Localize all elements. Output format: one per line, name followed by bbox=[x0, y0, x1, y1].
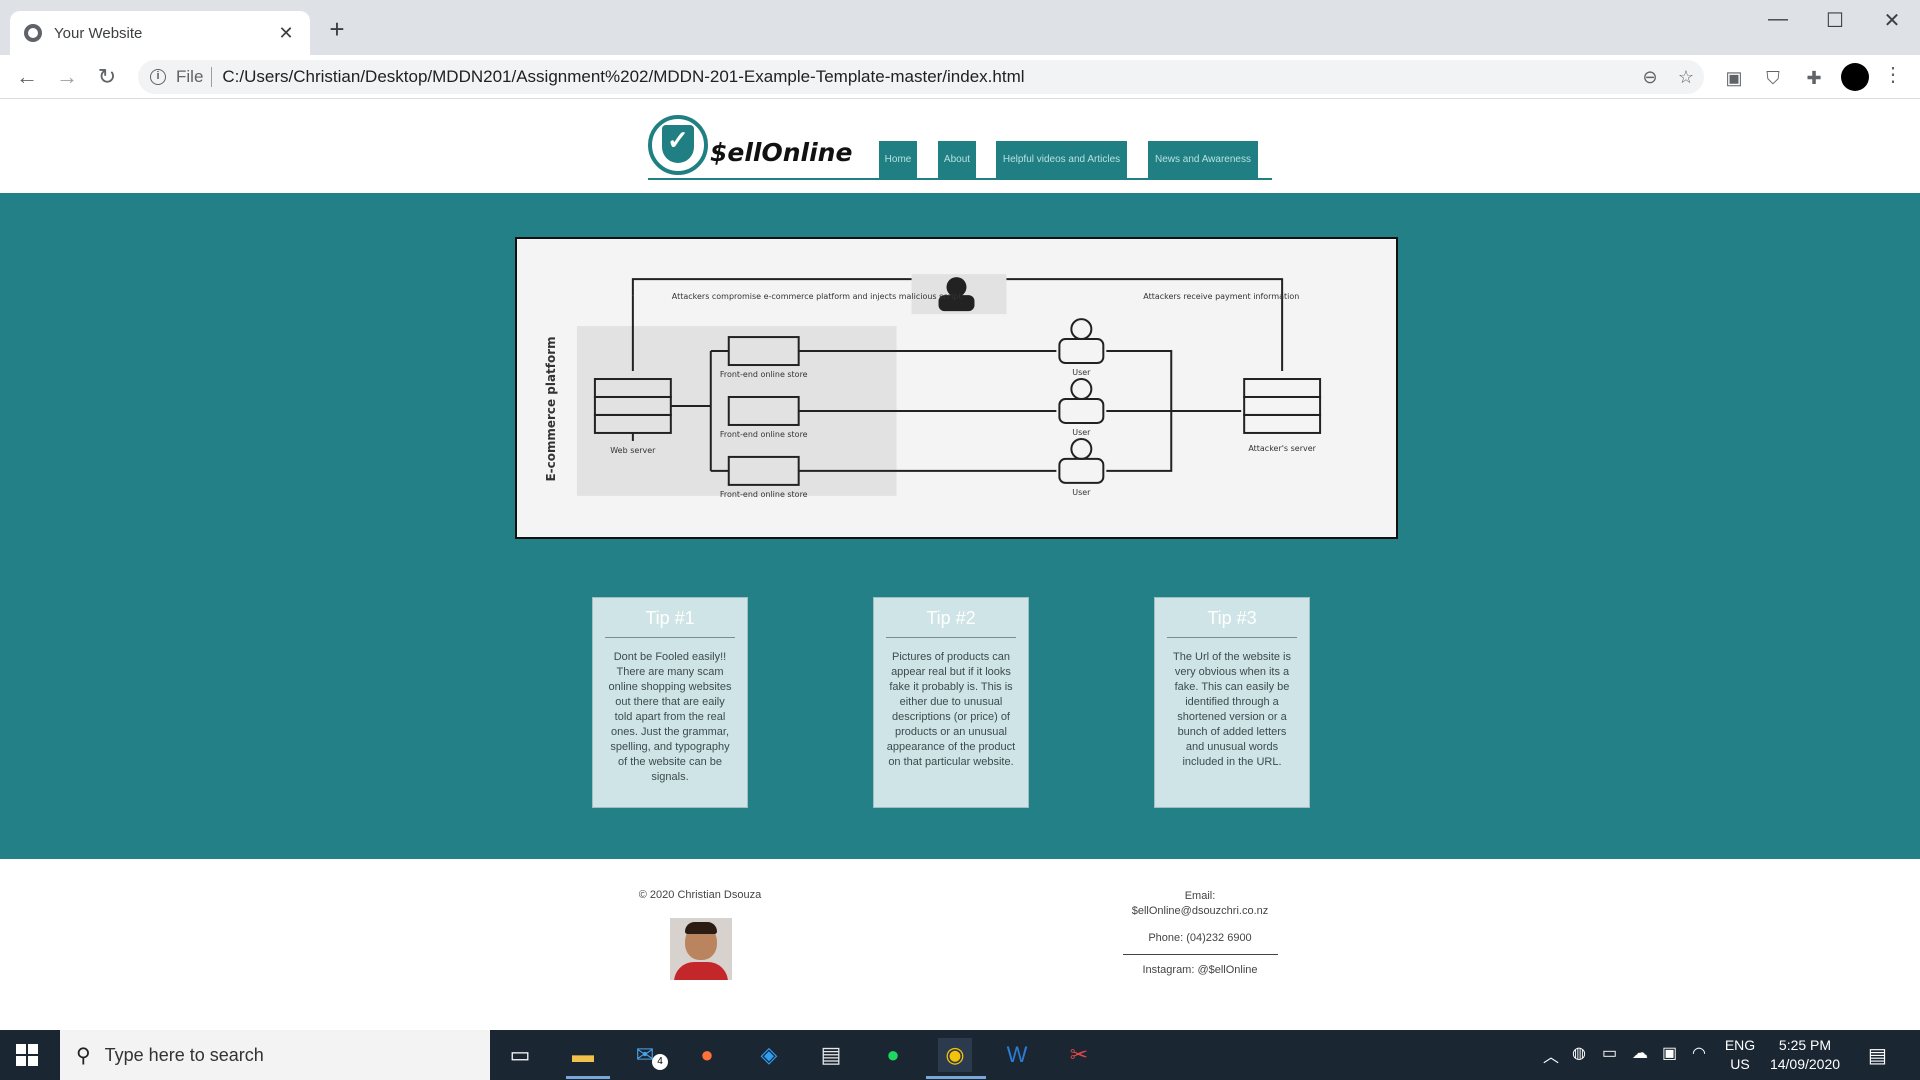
store-icon[interactable]: ▤ bbox=[820, 1042, 842, 1067]
bookmark-star-icon[interactable]: ☆ bbox=[1677, 66, 1695, 87]
windows-start-icon[interactable] bbox=[16, 1044, 38, 1066]
site-header: $ellOnline Home About Helpful videos and… bbox=[0, 100, 1920, 193]
language-indicator[interactable]: ENG US bbox=[1720, 1036, 1760, 1074]
tip-card-1: Tip #1 Dont be Fooled easily!! There are… bbox=[592, 597, 748, 808]
site-logo[interactable]: $ellOnline bbox=[648, 115, 852, 175]
lang-top: ENG bbox=[1724, 1037, 1756, 1053]
user-label-3: User bbox=[1072, 488, 1091, 497]
minimize-button[interactable]: — bbox=[1768, 8, 1788, 30]
tip-title: Tip #2 bbox=[886, 608, 1016, 638]
task-view-icon[interactable]: ▭ bbox=[509, 1042, 531, 1067]
puzzle-extensions-icon[interactable]: ✚ bbox=[1806, 68, 1822, 88]
web-server-label: Web server bbox=[610, 446, 656, 455]
main-section: E-commerce platform Web server Front-end… bbox=[0, 193, 1920, 859]
front-end-label-2: Front-end online store bbox=[720, 430, 808, 439]
tip-card-2: Tip #2 Pictures of products can appear r… bbox=[873, 597, 1029, 808]
zoom-icon[interactable]: ⊖ bbox=[1642, 66, 1658, 87]
reload-button[interactable]: ↻ bbox=[97, 64, 117, 89]
front-end-label-3: Front-end online store bbox=[720, 490, 808, 499]
chrome-icon[interactable]: ◉ bbox=[938, 1038, 972, 1072]
new-tab-button[interactable]: + bbox=[329, 14, 345, 44]
tray-chevron-icon[interactable]: ︿ bbox=[1543, 1049, 1560, 1066]
user-label-2: User bbox=[1072, 428, 1091, 437]
spotify-icon[interactable]: ● bbox=[886, 1042, 900, 1067]
word-icon[interactable]: W bbox=[1006, 1042, 1028, 1067]
search-placeholder: Type here to search bbox=[104, 1044, 264, 1065]
tip-title: Tip #3 bbox=[1167, 608, 1297, 638]
browser-tab-strip: Your Website ✕ + — ☐ ✕ bbox=[0, 0, 1920, 55]
tip-text: The Url of the website is very obvious w… bbox=[1173, 651, 1291, 768]
tip-text: Pictures of products can appear real but… bbox=[886, 651, 1016, 768]
user-label-1: User bbox=[1072, 368, 1091, 377]
site-footer: © 2020 Christian Dsouza Email: $ellOnlin… bbox=[0, 859, 1920, 1030]
browser-menu-icon[interactable]: ⋮ bbox=[1883, 64, 1903, 86]
platform-label: E-commerce platform bbox=[544, 336, 558, 481]
email-link[interactable]: $ellOnline@dsouzchri.co.nz bbox=[1131, 905, 1269, 917]
onedrive-icon[interactable]: ☁ bbox=[1632, 1045, 1648, 1062]
nav-about[interactable]: About bbox=[938, 141, 976, 178]
web-page: $ellOnline Home About Helpful videos and… bbox=[0, 100, 1920, 1030]
skimming-attack-diagram: E-commerce platform Web server Front-end… bbox=[515, 237, 1398, 539]
mail-icon[interactable]: ✉ bbox=[635, 1042, 655, 1067]
tip-card-3: Tip #3 The Url of the website is very ob… bbox=[1154, 597, 1310, 808]
wifi-icon[interactable]: ◠ bbox=[1692, 1045, 1706, 1062]
active-app-indicator bbox=[926, 1076, 986, 1079]
logo-text: $ellOnline bbox=[710, 137, 853, 167]
clock[interactable]: 5:25 PM 14/09/2020 bbox=[1760, 1036, 1850, 1074]
globe-icon bbox=[24, 24, 42, 42]
snip-tool-icon[interactable]: ✂ bbox=[1069, 1042, 1089, 1067]
instagram-link[interactable]: Instagram: @$ellOnline bbox=[1142, 964, 1258, 976]
extension-icon[interactable]: ▣ bbox=[1725, 68, 1743, 88]
close-window-button[interactable]: ✕ bbox=[1883, 10, 1901, 32]
windows-taskbar: ⚲ Type here to search ▭ ▬ ✉ 4 ● ◈ ▤ ● ◉ … bbox=[0, 1030, 1920, 1080]
clock-time: 5:25 PM bbox=[1778, 1037, 1832, 1053]
header-divider bbox=[648, 178, 1272, 180]
battery-icon[interactable]: ▭ bbox=[1602, 1045, 1618, 1062]
url-text[interactable]: C:/Users/Christian/Desktop/MDDN201/Assig… bbox=[222, 67, 1025, 86]
nav-helpful-videos[interactable]: Helpful videos and Articles bbox=[996, 141, 1127, 178]
maximize-button[interactable]: ☐ bbox=[1826, 10, 1844, 32]
mail-badge: 4 bbox=[652, 1054, 668, 1070]
tray-app-icon[interactable]: ◍ bbox=[1572, 1045, 1586, 1062]
contact-info: Email: $ellOnline@dsouzchri.co.nz Phone:… bbox=[1100, 889, 1300, 978]
back-button[interactable]: ← bbox=[16, 64, 38, 89]
url-separator bbox=[211, 67, 213, 87]
close-tab-icon[interactable]: ✕ bbox=[278, 22, 294, 43]
photo-hair bbox=[685, 922, 717, 934]
address-bar[interactable]: i File C:/Users/Christian/Desktop/MDDN20… bbox=[138, 60, 1704, 94]
photo-body bbox=[674, 962, 728, 980]
nav-news[interactable]: News and Awareness bbox=[1148, 141, 1258, 178]
profile-avatar[interactable] bbox=[1841, 63, 1869, 91]
clock-date: 14/09/2020 bbox=[1769, 1056, 1841, 1072]
shield-check-icon bbox=[648, 115, 708, 175]
nav-home[interactable]: Home bbox=[879, 141, 917, 178]
author-photo bbox=[670, 918, 732, 980]
search-icon: ⚲ bbox=[76, 1044, 91, 1067]
vscode-icon[interactable]: ◈ bbox=[760, 1042, 778, 1067]
active-app-indicator bbox=[566, 1076, 610, 1079]
attacker-server-label: Attacker's server bbox=[1248, 444, 1316, 453]
url-scheme-label: File bbox=[176, 67, 204, 86]
phone-text: Phone: (04)232 6900 bbox=[1148, 932, 1252, 944]
step-1-text: Attackers compromise e-commerce platform… bbox=[672, 292, 962, 301]
lang-bottom: US bbox=[1730, 1056, 1750, 1072]
tip-text: Dont be Fooled easily!! There are many s… bbox=[608, 651, 732, 783]
tab-title: Your Website bbox=[54, 24, 143, 42]
firefox-icon[interactable]: ● bbox=[700, 1042, 714, 1067]
display-icon[interactable]: ▣ bbox=[1662, 1045, 1678, 1062]
contact-divider bbox=[1122, 954, 1278, 955]
tip-title: Tip #1 bbox=[605, 608, 735, 638]
address-toolbar: ← → ↻ i File C:/Users/Christian/Desktop/… bbox=[0, 55, 1920, 99]
notifications-icon[interactable]: ▤ bbox=[1868, 1045, 1887, 1067]
email-label: Email: bbox=[1184, 890, 1216, 902]
front-end-label-1: Front-end online store bbox=[720, 370, 808, 379]
step-5-text: Attackers receive payment information bbox=[1143, 292, 1299, 301]
file-explorer-icon[interactable]: ▬ bbox=[572, 1042, 594, 1067]
taskbar-search-box[interactable]: ⚲ Type here to search bbox=[60, 1030, 490, 1080]
browser-tab[interactable]: Your Website ✕ bbox=[10, 11, 310, 55]
shield-extension-icon[interactable]: ⛉ bbox=[1766, 68, 1780, 88]
forward-button[interactable]: → bbox=[56, 64, 78, 89]
copyright-text: © 2020 Christian Dsouza bbox=[638, 889, 762, 901]
info-icon[interactable]: i bbox=[150, 69, 166, 85]
